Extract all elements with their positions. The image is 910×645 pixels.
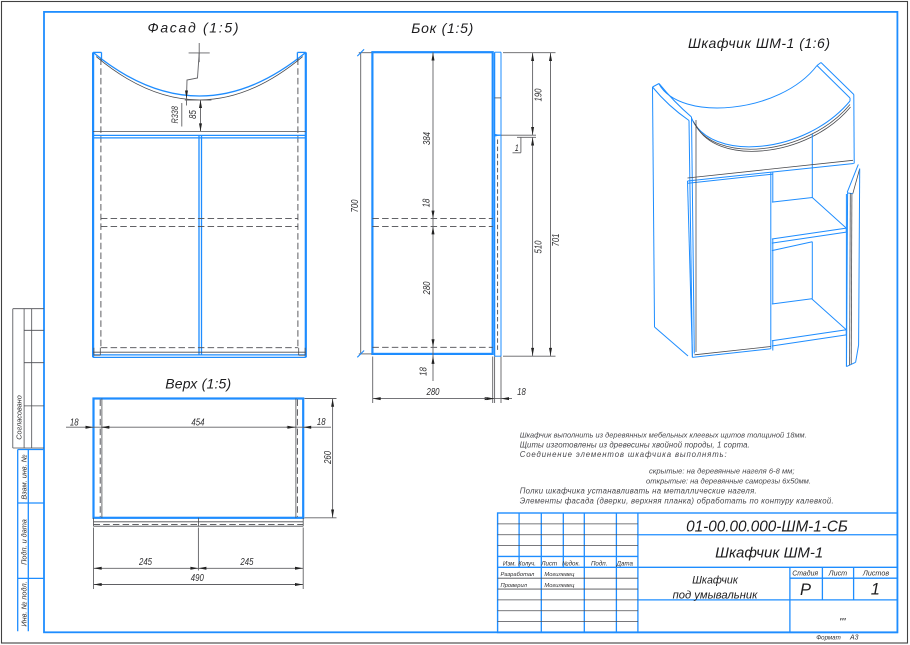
svg-text:R338: R338 (169, 106, 180, 124)
svg-text:Фасад (1:5): Фасад (1:5) (148, 20, 239, 36)
svg-text:260: 260 (322, 451, 333, 465)
svg-text:Соединение элементов шкафчика: Соединение элементов шкафчика выполнять: (520, 450, 727, 459)
svg-text:Р: Р (800, 581, 811, 599)
svg-text:384: 384 (421, 132, 432, 145)
svg-text:Листов: Листов (862, 569, 889, 578)
svg-text:скрытые: на деревянные нагеля: скрытые: на деревянные нагеля 6-8 мм; (649, 467, 795, 476)
svg-text:Лист: Лист (540, 560, 557, 567)
svg-text:Бок (1:5): Бок (1:5) (411, 20, 473, 36)
svg-text:Полки шкафчика устанавливать н: Полки шкафчика устанавливать на металлич… (520, 487, 757, 496)
svg-text:190: 190 (533, 88, 544, 101)
svg-text:открытые: на деревянные саморе: открытые: на деревянные саморезы 6х50мм. (646, 476, 811, 485)
svg-text:01-00.00.000-ШМ-1-СБ: 01-00.00.000-ШМ-1-СБ (686, 518, 848, 535)
svg-text:Изм.: Изм. (503, 560, 516, 567)
svg-text:1: 1 (871, 580, 880, 598)
svg-text:280: 280 (421, 281, 432, 295)
svg-text:''': ''' (839, 617, 846, 629)
svg-text:510: 510 (533, 240, 544, 253)
svg-text:А3: А3 (849, 634, 859, 641)
svg-text:Могилевец: Могилевец (544, 583, 575, 589)
svg-text:Согласовано: Согласовано (14, 395, 23, 440)
svg-text:Шкафчик: Шкафчик (692, 575, 739, 587)
svg-text:245: 245 (240, 556, 254, 567)
svg-text:Взам. инв. №: Взам. инв. № (20, 454, 29, 499)
svg-text:Колуч.: Колуч. (518, 561, 536, 567)
svg-text:700: 700 (349, 199, 360, 212)
svg-text:280: 280 (426, 386, 440, 397)
svg-text:18: 18 (421, 199, 432, 208)
svg-text:под умывальник: под умывальник (673, 589, 758, 601)
svg-text:1: 1 (515, 142, 519, 153)
svg-text:Подп. и дата: Подп. и дата (20, 519, 29, 565)
svg-text:Щиты изготовлены из древесины: Щиты изготовлены из древесины хвойной по… (520, 440, 750, 449)
svg-text:Элементы фасада (дверки, верхн: Элементы фасада (дверки, верхняя планка)… (520, 497, 834, 506)
svg-text:Стадия: Стадия (792, 570, 818, 578)
svg-text:Верх (1:5): Верх (1:5) (165, 375, 231, 391)
svg-text:454: 454 (191, 417, 204, 428)
svg-text:№док.: №док. (562, 560, 580, 567)
svg-text:85: 85 (187, 110, 198, 119)
svg-text:Формат: Формат (816, 634, 841, 641)
svg-text:Могилевец: Могилевец (544, 572, 575, 578)
svg-text:245: 245 (138, 556, 152, 567)
svg-text:Шкафчик ШМ-1 (1:6): Шкафчик ШМ-1 (1:6) (688, 35, 830, 51)
svg-text:18: 18 (70, 416, 79, 427)
svg-text:18: 18 (517, 386, 526, 397)
svg-text:Дата: Дата (616, 560, 634, 567)
svg-text:490: 490 (191, 572, 204, 583)
svg-text:Проверил: Проверил (501, 583, 528, 589)
svg-text:Разработал: Разработал (501, 572, 536, 578)
svg-text:18: 18 (317, 416, 326, 427)
svg-text:Лист: Лист (828, 569, 848, 578)
svg-text:Шкафчик ШМ-1: Шкафчик ШМ-1 (715, 545, 823, 562)
svg-text:Инв. № подл.: Инв. № подл. (20, 581, 29, 626)
svg-text:Шкафчик выполнить из деревянны: Шкафчик выполнить из деревянных мебельны… (520, 431, 807, 440)
svg-text:701: 701 (550, 233, 561, 246)
svg-text:Подп.: Подп. (591, 560, 607, 567)
svg-text:18: 18 (418, 367, 429, 376)
